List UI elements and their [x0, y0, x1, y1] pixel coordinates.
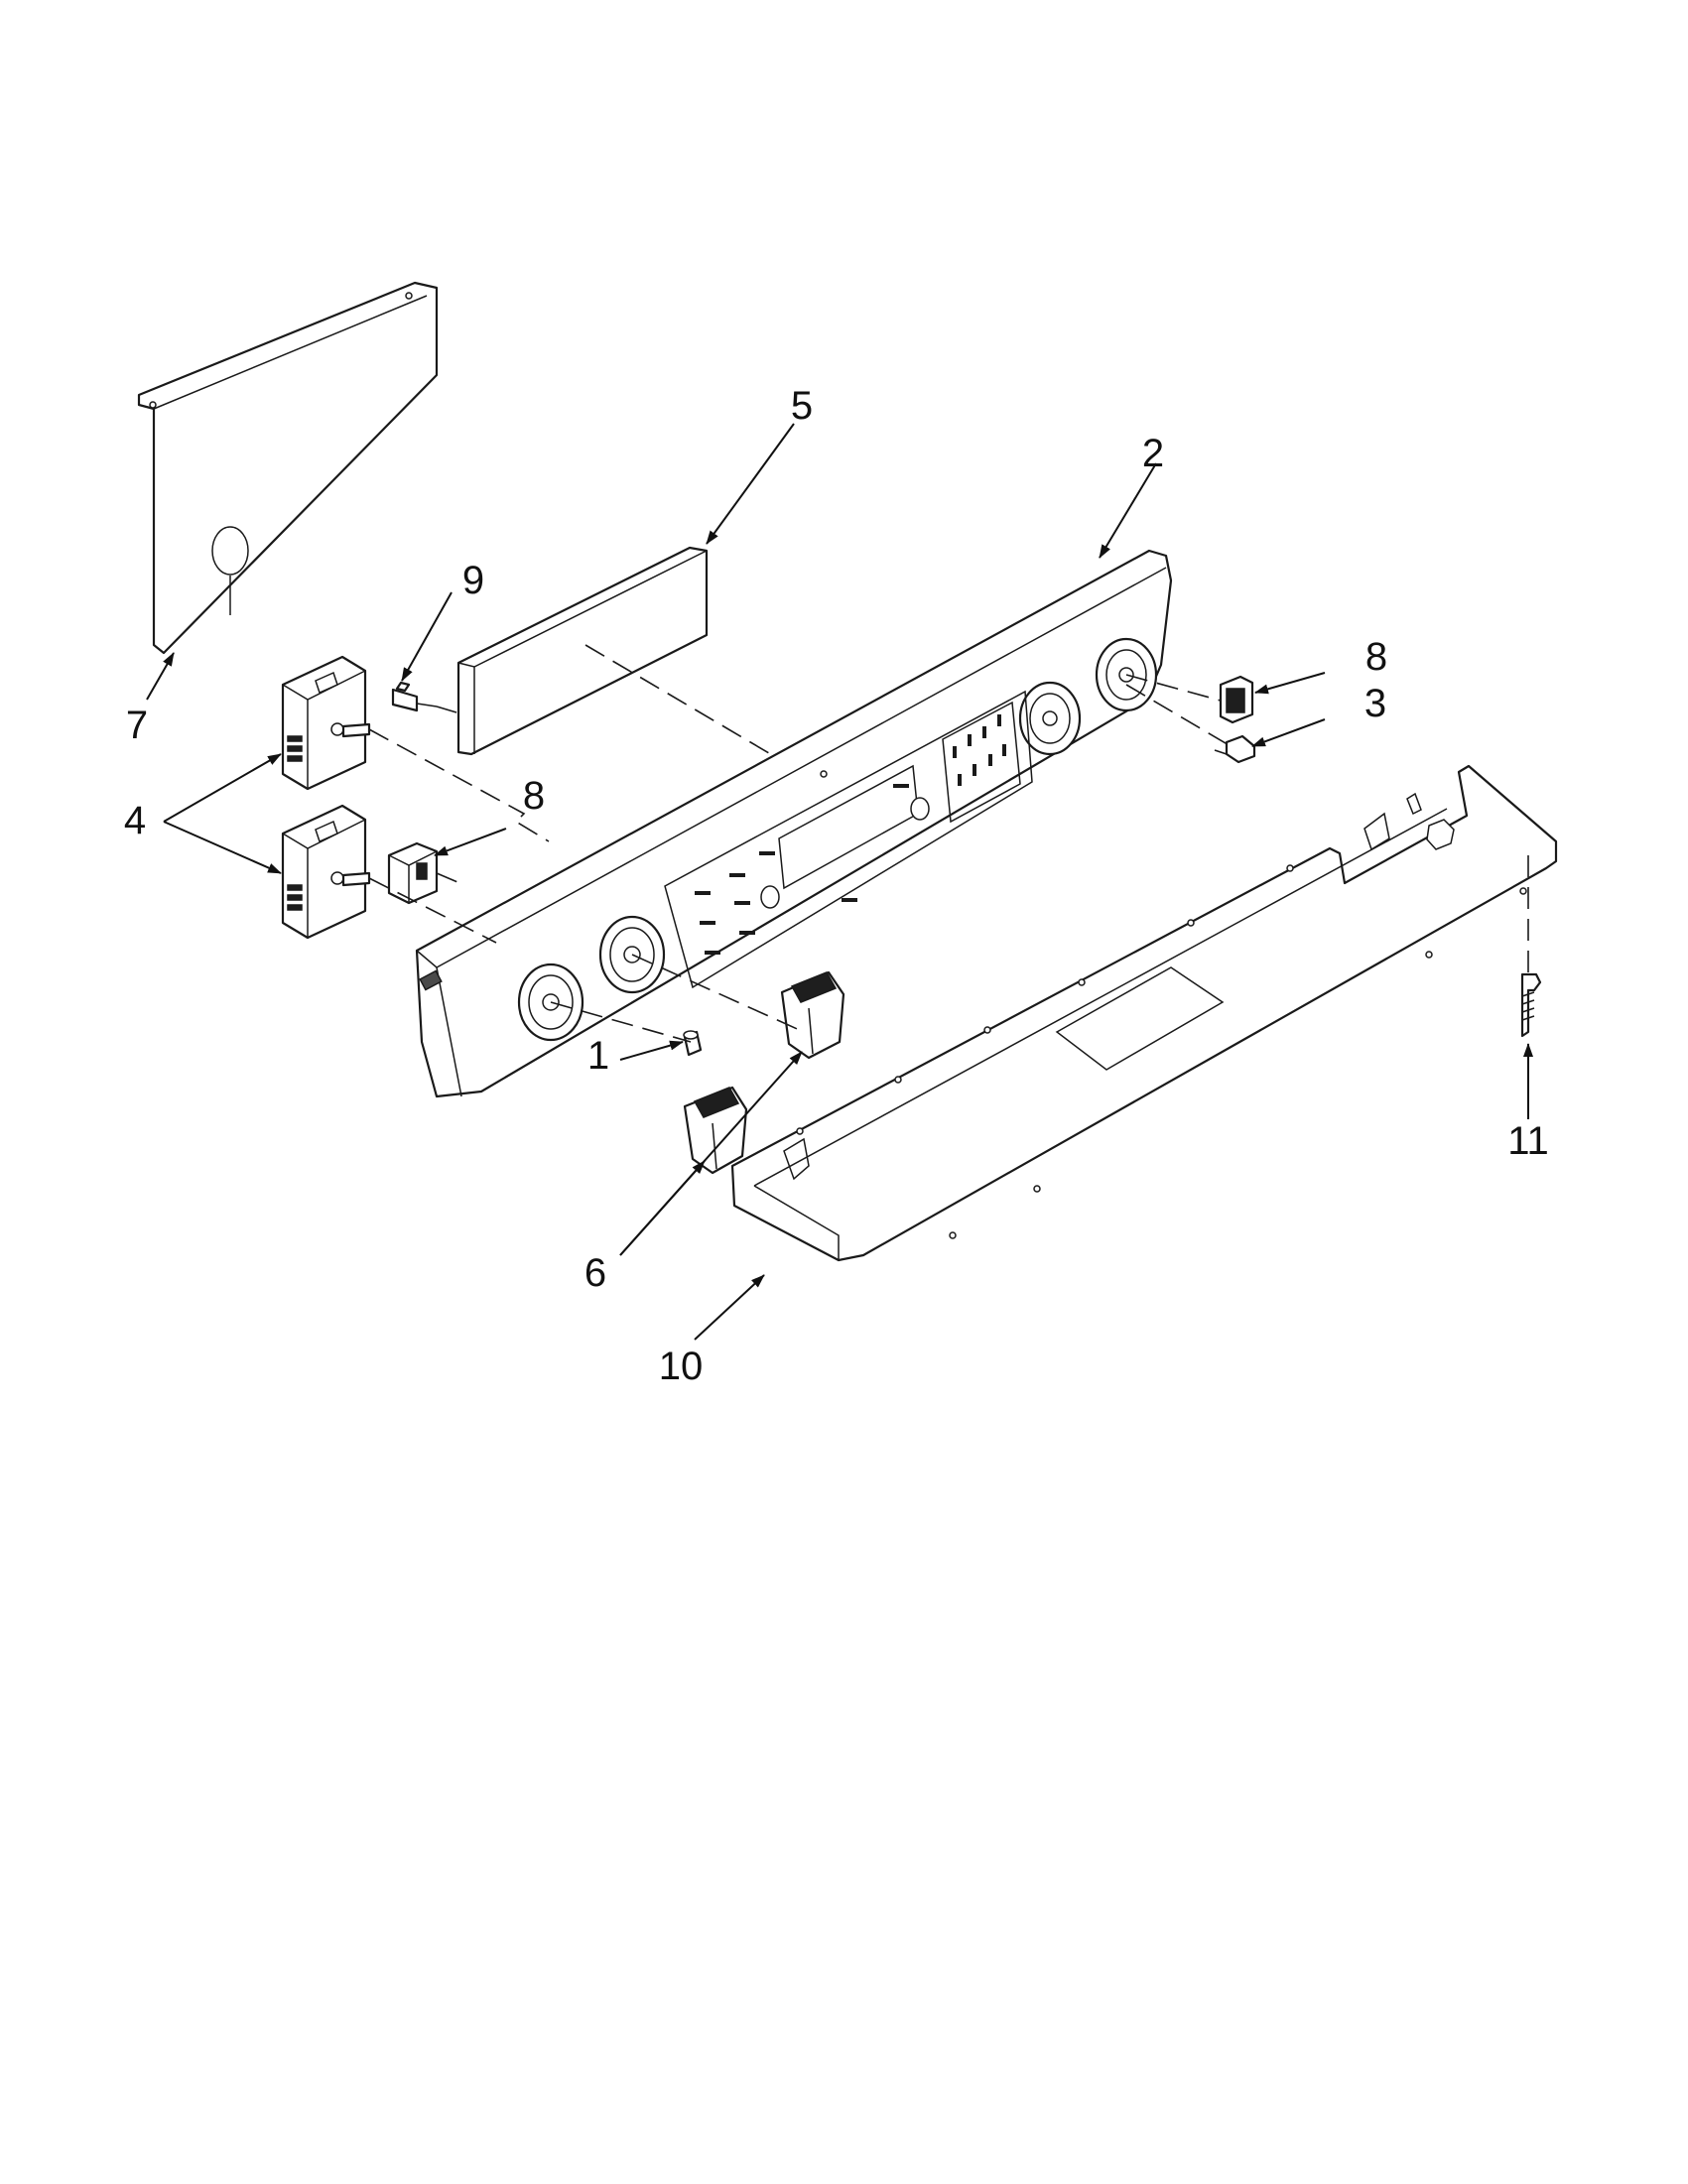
callout-9: 9: [462, 559, 484, 602]
callout-2: 2: [1142, 432, 1164, 475]
control-knob-lower: [683, 1086, 748, 1175]
rear-shield: [137, 281, 439, 655]
knob-insert: [683, 1030, 703, 1057]
callout-5: 5: [791, 384, 813, 428]
rocker-switch-right: [1219, 675, 1254, 724]
callout-3: 3: [1364, 682, 1386, 725]
bracket-screw: [1520, 972, 1542, 1038]
control-board: [456, 546, 709, 756]
control-knob-upper: [780, 970, 845, 1060]
infinite-switch-lower: [281, 804, 371, 940]
leader-arrows: [146, 423, 1533, 1341]
callout-1: 1: [587, 1034, 609, 1078]
assembly-guide-lines: [368, 644, 1529, 1043]
callout-4: 4: [124, 799, 146, 842]
infinite-switch-upper: [281, 655, 371, 791]
callout-labels: 1 2 3 4 5 6 7 8 8 9 10 11: [124, 384, 1549, 1388]
switch-screw: [1214, 734, 1256, 764]
rocker-switch-left: [387, 841, 439, 905]
callout-6: 6: [584, 1251, 606, 1295]
callout-10: 10: [659, 1345, 704, 1388]
callout-8-right: 8: [1365, 635, 1387, 679]
lower-bracket: [730, 764, 1558, 1262]
callout-8-left: 8: [523, 774, 545, 818]
callout-7: 7: [126, 704, 148, 747]
board-screw: [391, 681, 438, 712]
callout-11: 11: [1507, 1119, 1549, 1163]
